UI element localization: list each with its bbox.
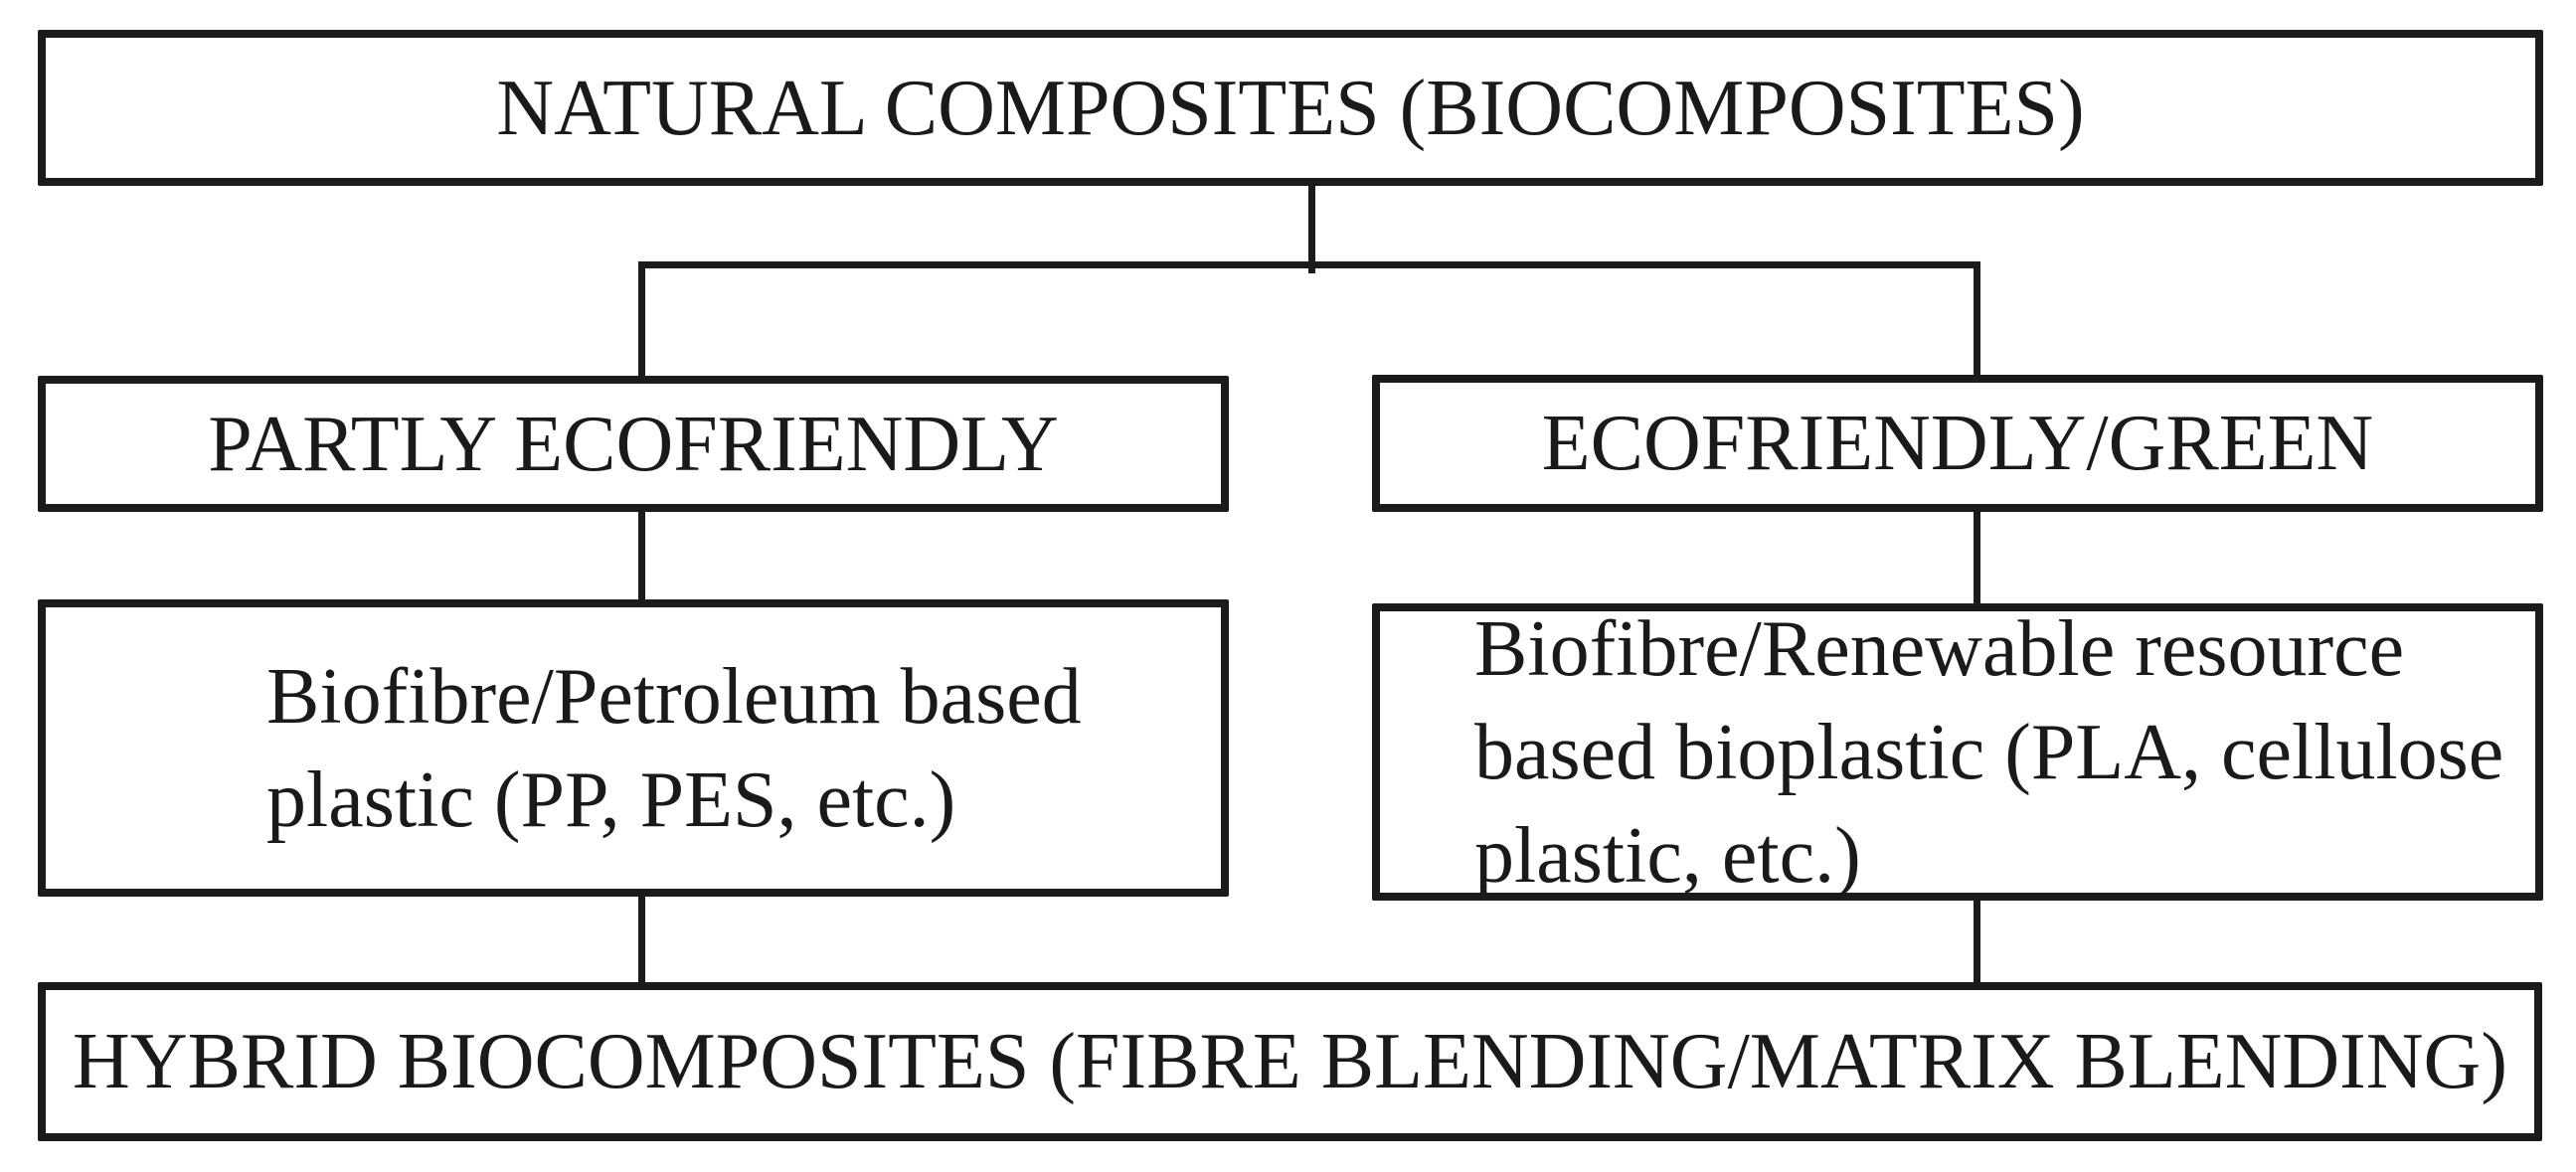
node-hybrid-biocomposites-label: HYBRID BIOCOMPOSITES (FIBRE BLENDING/MAT… [73,1018,2507,1105]
connector-left-drop-top [638,261,645,383]
connector-left-drop-middle [638,505,645,606]
connector-branch-bar [638,261,1980,268]
connector-root-stem [1308,179,1315,273]
node-biofibre-petroleum: Biofibre/Petroleum based plastic (PP, PE… [38,599,1229,897]
connector-right-drop-bottom [1974,894,1980,989]
node-partly-ecofriendly-label: PARTLY ECOFRIENDLY [208,400,1059,488]
node-ecofriendly-green: ECOFRIENDLY/GREEN [1372,375,2543,512]
connector-right-drop-top [1974,261,1980,382]
node-natural-composites-label: NATURAL COMPOSITES (BIOCOMPOSITES) [496,64,2085,152]
connector-left-drop-bottom [638,890,645,989]
node-hybrid-biocomposites: HYBRID BIOCOMPOSITES (FIBRE BLENDING/MAT… [38,982,2542,1141]
node-biofibre-petroleum-label: Biofibre/Petroleum based plastic (PP, PE… [266,652,1082,844]
node-partly-ecofriendly: PARTLY ECOFRIENDLY [38,376,1229,512]
node-biofibre-renewable: Biofibre/Renewable resource based biopla… [1372,603,2543,901]
node-ecofriendly-green-label: ECOFRIENDLY/GREEN [1541,400,2374,487]
node-natural-composites: NATURAL COMPOSITES (BIOCOMPOSITES) [38,30,2543,186]
connector-right-drop-middle [1974,505,1980,610]
node-biofibre-renewable-label: Biofibre/Renewable resource based biopla… [1474,604,2504,900]
